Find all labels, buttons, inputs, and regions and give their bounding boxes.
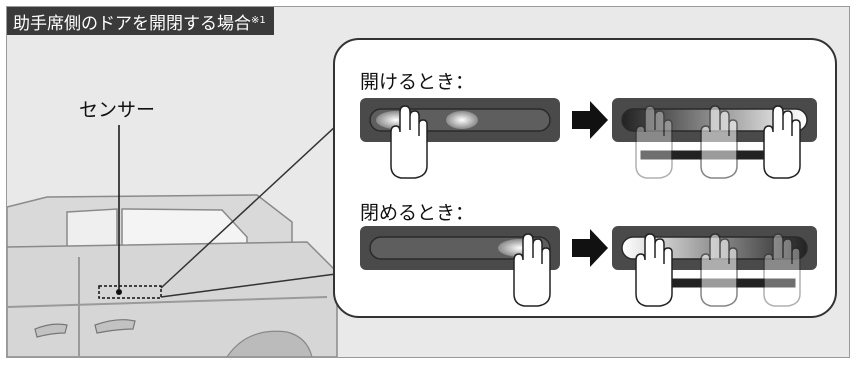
- callout-pointer-lower: [160, 271, 352, 298]
- callout-pointer-upper: [160, 111, 352, 289]
- door-handle-rear: [34, 323, 68, 338]
- car-illustration: [7, 111, 352, 357]
- section-title: 助手席側のドアを開閉する場合※1: [7, 7, 274, 35]
- car-door-line: [7, 296, 328, 308]
- note-mark: ※1: [251, 15, 266, 26]
- arrow-right-open: [572, 101, 608, 139]
- arrow-right-close: [572, 229, 608, 267]
- door-handle-front: [94, 319, 136, 334]
- sensor-outline: [98, 285, 162, 299]
- car-side: [7, 241, 338, 357]
- wheel-arch: [226, 330, 313, 357]
- close-step-label: 閉めるとき：: [360, 202, 475, 224]
- open-contact-glow-b: [446, 111, 478, 129]
- sensor-point: [116, 289, 122, 295]
- sensor-label: センサー: [79, 99, 156, 121]
- open-step-label: 開けるとき：: [360, 71, 475, 93]
- section-title-text: 助手席側のドアを開閉する場合: [13, 14, 251, 34]
